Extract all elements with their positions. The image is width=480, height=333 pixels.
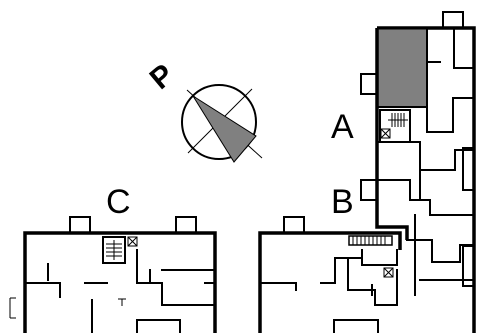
building-b-label: B (331, 183, 354, 221)
building-ab-balcony-1 (462, 147, 475, 191)
building-c-stair-core (102, 236, 126, 264)
north-label: P (144, 58, 181, 96)
building-middle-interior-walls (259, 249, 398, 333)
stair-treads-b (348, 235, 393, 246)
stair-treads-b-lines (352, 236, 386, 245)
sun-sector (192, 95, 257, 163)
stair-treads-c (106, 240, 122, 260)
building-ab-plan (360, 11, 476, 333)
elevator-c (127, 236, 138, 247)
building-ab-side-box-2 (360, 179, 378, 201)
building-ab-side-box-1 (360, 73, 378, 95)
building-c-interior-walls (24, 249, 216, 333)
building-ab-stair-core (379, 109, 411, 143)
building-ab-outline (375, 26, 476, 333)
site-edge-mark (9, 297, 16, 319)
building-c-plan (9, 216, 217, 333)
building-middle-roof-box (283, 216, 305, 234)
building-a-highlighted-unit (377, 30, 427, 107)
building-c-roof-box-2 (175, 216, 197, 234)
building-c-door-marks (118, 298, 126, 306)
building-a-label: A (331, 108, 354, 146)
building-c-roof-box-1 (69, 216, 91, 234)
elevator-b (383, 267, 394, 278)
elevator-a (380, 128, 391, 139)
building-ab-roof-box (442, 11, 464, 29)
building-middle-plan (258, 216, 402, 333)
building-ab-balcony-2 (462, 245, 475, 287)
orientation-symbol: P (144, 58, 263, 163)
building-c-label: C (106, 183, 131, 221)
stair-treads-a (388, 113, 408, 127)
orientation-circle (181, 84, 257, 160)
